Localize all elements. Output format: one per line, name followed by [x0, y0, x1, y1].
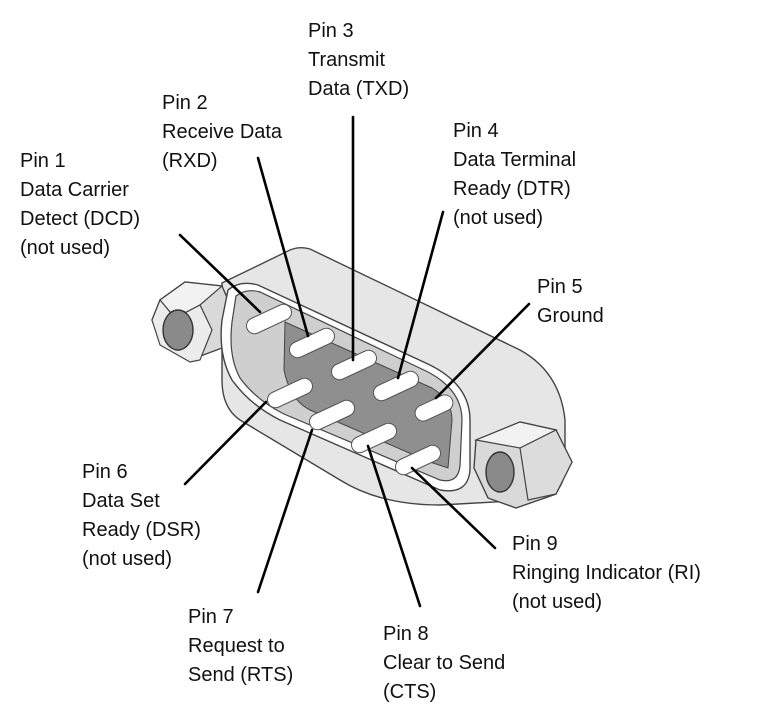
pin-6-status: (not used) — [82, 548, 173, 570]
pin-1-status: (not used) — [20, 237, 111, 259]
pin-2-number: Pin 2 — [162, 92, 208, 114]
pin-1-label: Pin 1 Data Carrier Detect (DCD) (not use… — [20, 147, 140, 263]
pin-4-label: Pin 4 Data Terminal Ready (DTR) (not use… — [453, 117, 576, 233]
pin-8-label: Pin 8 Clear to Send (CTS) — [383, 620, 505, 707]
pin-2-name-line1: Receive Data — [162, 121, 283, 143]
pin-6-name-line2: Ready (DSR) — [82, 519, 201, 541]
leader-lines — [178, 115, 531, 608]
pin-2-label: Pin 2 Receive Data (RXD) — [162, 89, 282, 176]
pin-4-number: Pin 4 — [453, 120, 499, 142]
pin-4-name-line2: Ready (DTR) — [453, 178, 571, 200]
pin-slots — [245, 303, 454, 476]
pin-1-leader — [178, 233, 262, 314]
pin-7-name-line2: Send (RTS) — [188, 664, 294, 686]
pin-2-name-line2: (RXD) — [162, 150, 218, 172]
pin-8-name-line2: (CTS) — [383, 681, 437, 703]
pin-1-number: Pin 1 — [20, 150, 66, 172]
pin-4-leader — [396, 210, 445, 380]
right-hex-nut — [473, 421, 573, 509]
pin-9-leader — [410, 466, 497, 550]
pin-6-label: Pin 6 Data Set Ready (DSR) (not used) — [82, 458, 201, 574]
left-hex-nut — [151, 281, 237, 363]
pin-7-slot — [308, 399, 356, 431]
pin-4-slot — [372, 370, 420, 402]
pin-8-number: Pin 8 — [383, 623, 429, 645]
pin-5-slot — [414, 394, 454, 422]
pin-9-slot — [394, 444, 442, 476]
pin-2-leader — [256, 156, 310, 338]
pin-5-label: Pin 5 Ground — [537, 273, 604, 331]
pin-7-leader — [256, 428, 314, 594]
pin-9-label: Pin 9 Ringing Indicator (RI) (not used) — [512, 530, 701, 617]
pin-1-name-line1: Data Carrier — [20, 179, 129, 201]
pin-7-number: Pin 7 — [188, 606, 234, 628]
pin-4-status: (not used) — [453, 207, 544, 229]
pin-9-name: Ringing Indicator (RI) — [512, 562, 701, 584]
pin-4-name-line1: Data Terminal — [453, 149, 577, 171]
pin-3-name-line2: Data (TXD) — [308, 78, 410, 100]
pin-5-number: Pin 5 — [537, 276, 583, 298]
pin-1-name-line2: Detect (DCD) — [20, 208, 141, 230]
pin-6-number: Pin 6 — [82, 461, 128, 483]
pin-3-label: Pin 3 Transmit Data (TXD) — [308, 17, 409, 104]
pin-5-leader — [434, 302, 531, 400]
pin-3-number: Pin 3 — [308, 20, 354, 42]
pin-5-name: Ground — [537, 305, 604, 327]
pin-3-slot — [330, 349, 378, 381]
pin-7-name-line1: Request to — [188, 635, 285, 657]
pin-6-leader — [183, 400, 268, 486]
pin-6-slot — [266, 377, 314, 409]
pin-8-slot — [350, 422, 398, 454]
pin-9-status: (not used) — [512, 591, 603, 613]
pin-8-name-line1: Clear to Send — [383, 652, 506, 674]
pin-7-label: Pin 7 Request to Send (RTS) — [188, 603, 293, 690]
pin-8-leader — [366, 444, 422, 608]
pin-6-name-line1: Data Set — [82, 490, 160, 512]
pin-3-name-line1: Transmit — [308, 49, 386, 71]
pin-1-slot — [245, 303, 293, 335]
pin-9-number: Pin 9 — [512, 533, 558, 555]
